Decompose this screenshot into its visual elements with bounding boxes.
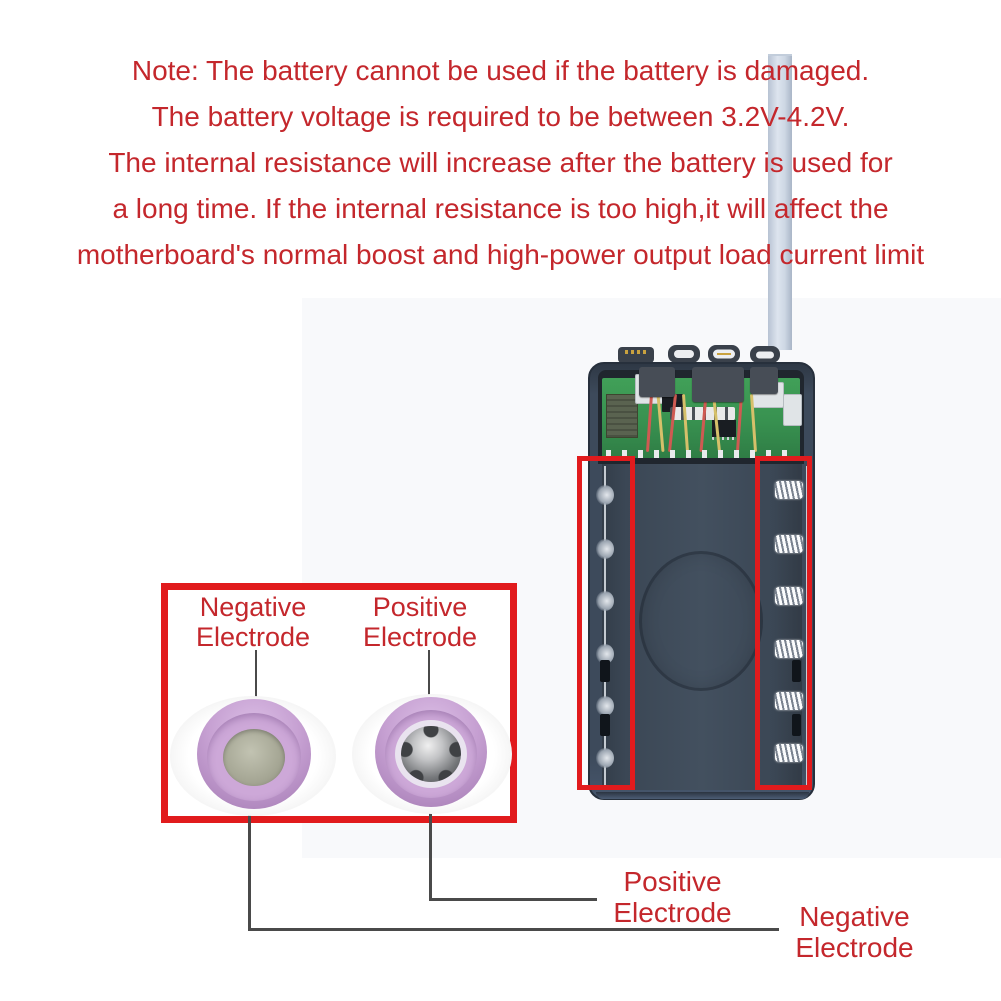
wire-yellow <box>681 393 690 453</box>
power-bank <box>585 335 819 805</box>
usb-shell-right <box>783 394 802 426</box>
leader-line-inset-negative <box>255 650 257 702</box>
lightning-opening <box>756 351 774 358</box>
micro-usb-port <box>668 345 700 363</box>
usb-c-port <box>708 345 740 363</box>
wire-red <box>735 393 744 453</box>
highlight-rect-right-column <box>755 456 812 790</box>
leader-line-bottom-negative-v <box>248 795 251 931</box>
contact-slot <box>792 714 801 736</box>
negative-terminal-disc <box>223 729 285 786</box>
contact-nub <box>596 539 614 559</box>
contact-slot <box>792 660 801 682</box>
note-line-2: The battery voltage is required to be be… <box>151 101 850 132</box>
spring-contact-icon <box>775 744 803 762</box>
wire-red <box>699 393 708 453</box>
connector-block <box>692 367 744 402</box>
contact-nub <box>596 644 614 664</box>
lightning-port <box>750 346 780 363</box>
inset-positive-label: Positive Electrode <box>362 592 478 652</box>
shield-module <box>606 394 638 438</box>
warning-note: Note: The battery cannot be used if the … <box>0 48 1001 278</box>
leader-line-inset-positive <box>428 650 430 698</box>
positive-terminal-button <box>401 726 461 782</box>
contact-slot <box>600 714 610 736</box>
spring-contact-icon <box>775 481 803 499</box>
pin-connector-port <box>618 347 654 363</box>
solder-pads-row <box>606 450 796 458</box>
spring-contact-icon <box>775 692 803 710</box>
gold-pins-icon <box>625 350 647 354</box>
contact-nub <box>596 748 614 768</box>
note-line-3: The internal resistance will increase af… <box>108 147 893 178</box>
bottom-positive-label: Positive Electrode <box>613 866 732 928</box>
connector-block <box>639 367 675 397</box>
wireless-coil-circle <box>639 551 763 691</box>
note-line-4: a long time. If the internal resistance … <box>112 193 889 224</box>
highlight-rect-left-column <box>577 456 635 790</box>
note-line-5: motherboard's normal boost and high-powe… <box>76 239 925 270</box>
spring-contact-icon <box>775 535 803 553</box>
contact-slot <box>600 660 610 682</box>
micro-usb-opening <box>674 350 694 358</box>
spring-contact-icon <box>775 587 803 605</box>
inset-negative-label: Negative Electrode <box>195 592 311 652</box>
power-bank-case <box>588 362 815 800</box>
contact-nub <box>596 696 614 716</box>
spring-contact-icon <box>775 640 803 658</box>
usb-c-pins-icon <box>717 353 731 355</box>
leader-line-bottom-positive-h <box>429 898 597 901</box>
ribbon-cable <box>768 54 792 350</box>
leader-line-bottom-positive-v <box>429 793 432 901</box>
connector-block <box>750 367 778 394</box>
note-line-1: Note: The battery cannot be used if the … <box>131 55 870 86</box>
case-bottom-rim <box>596 792 809 799</box>
leader-line-bottom-negative-h <box>248 928 779 931</box>
bottom-negative-label: Negative Electrode <box>795 901 914 963</box>
left-rail-highlight <box>604 466 606 788</box>
contact-nub <box>596 591 614 611</box>
contact-nub <box>596 485 614 505</box>
